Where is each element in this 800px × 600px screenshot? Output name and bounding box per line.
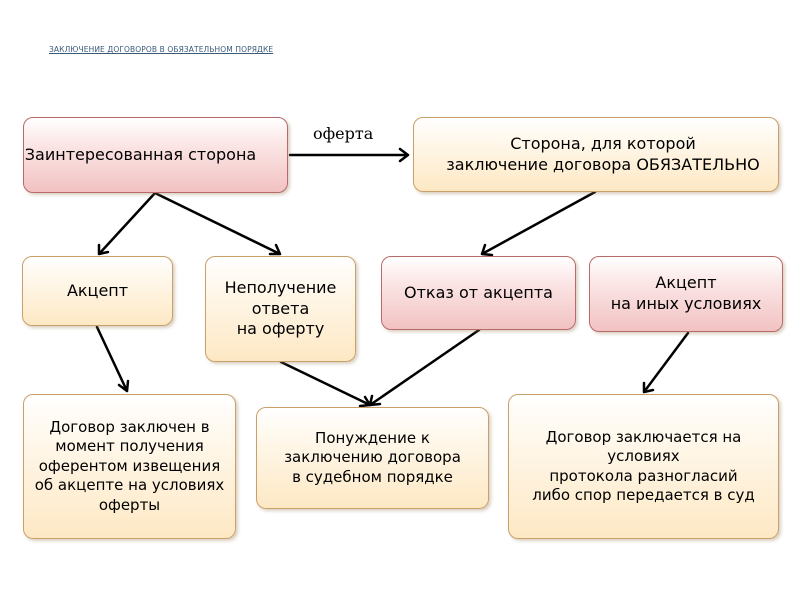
arrow-refusal-to-court: [368, 328, 481, 407]
contract-protocol-box: Договор заключается на условиях протокол…: [508, 394, 779, 539]
no-response-text: Неполучение ответа на оферту: [224, 277, 337, 339]
interested-party-text: Заинтересованная сторона: [24, 144, 257, 164]
arrow-offer: [288, 147, 410, 163]
arrow-to-contract-protocol: [642, 331, 690, 394]
acceptance-other-terms-box: Акцепт на иных условиях: [589, 256, 783, 332]
contract-concluded-text: Договор заключен в момент получения офер…: [34, 417, 225, 514]
arrow-to-acceptance: [97, 191, 157, 256]
acceptance-text: Акцепт: [66, 280, 129, 300]
page-title: ЗАКЛЮЧЕНИЕ ДОГОВОРОВ В ОБЯЗАТЕЛЬНОМ ПОРЯ…: [49, 45, 274, 54]
contract-concluded-box: Договор заключен в момент получения офер…: [23, 394, 236, 539]
contract-protocol-text: Договор заключается на условиях протокол…: [532, 427, 755, 505]
obliged-party-text: Сторона, для которой заключение договора…: [446, 133, 760, 174]
refusal-text: Отказ от акцепта: [404, 282, 553, 302]
arrow-no-response-to-court: [279, 360, 372, 408]
court-compulsion-box: Понуждение к заключению договора в судеб…: [256, 407, 489, 509]
arrow-to-refusal: [480, 190, 597, 257]
arrow-to-contract-concluded: [95, 325, 130, 393]
arrow-to-no-response: [153, 191, 282, 256]
offer-label: оферта: [313, 124, 374, 143]
interested-party-box: Заинтересованная сторона: [23, 117, 288, 193]
acceptance-box: Акцепт: [22, 256, 173, 326]
court-compulsion-text: Понуждение к заключению договора в судеб…: [284, 428, 461, 486]
refusal-box: Отказ от акцепта: [381, 256, 576, 330]
acceptance-other-terms-text: Акцепт на иных условиях: [610, 273, 762, 313]
obliged-party-box: Сторона, для которой заключение договора…: [413, 117, 779, 192]
no-response-box: Неполучение ответа на оферту: [205, 256, 356, 362]
